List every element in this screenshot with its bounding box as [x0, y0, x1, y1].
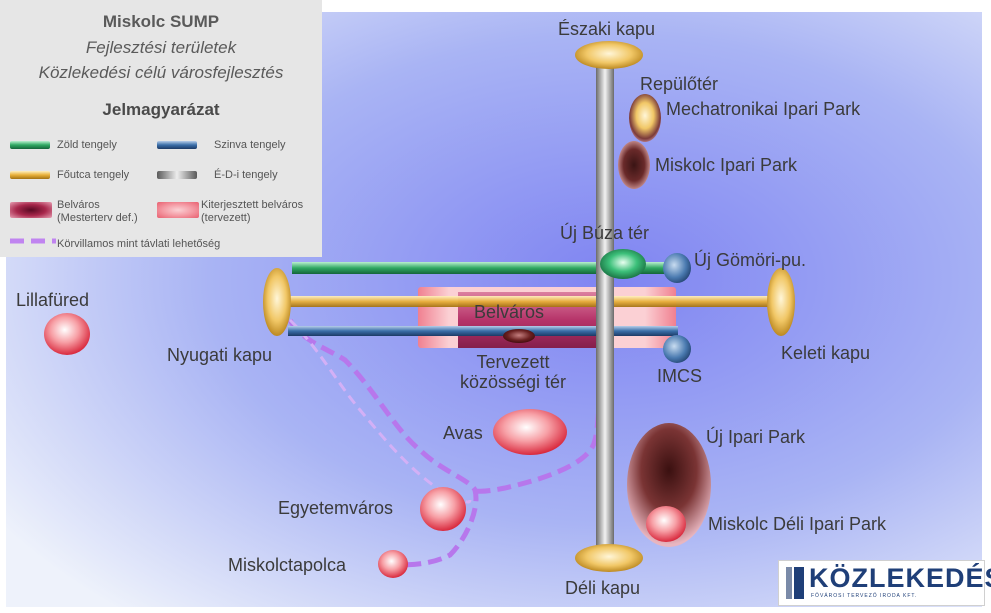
miskolctapolca-area — [378, 550, 408, 578]
label-uj-buza-ter: Új Búza tér — [560, 223, 650, 243]
label-miskolc-ipari-park: Miskolc Ipari Park — [655, 155, 798, 175]
north-gate — [575, 41, 643, 69]
imcs-node — [663, 335, 691, 363]
label-avas: Avas — [443, 423, 483, 443]
legend-panel: Miskolc SUMP Fejlesztési területek Közle… — [0, 0, 322, 257]
tram-loop-east — [469, 329, 603, 494]
label-belvaros: Belváros — [474, 302, 545, 322]
label-imcs: IMCS — [657, 366, 702, 386]
label-uj-ipari-park: Új Ipari Park — [706, 427, 806, 447]
legend-label-green-axis: Zöld tengely — [57, 139, 117, 151]
lillafured-area — [44, 313, 90, 355]
mechatronikai-park-area — [629, 94, 661, 142]
map-title: Miskolc SUMP — [102, 12, 220, 31]
legend-heading: Jelmagyarázat — [102, 100, 220, 119]
legend-swatch-north-south-axis — [157, 171, 197, 179]
legend-swatch-szinva-axis — [157, 141, 197, 149]
main-street-axis — [288, 296, 772, 307]
green-axis — [292, 262, 677, 274]
legend-swatch-expanded-downtown — [157, 202, 199, 218]
szinva-axis — [288, 326, 678, 336]
label-egyetemvaros: Egyetemváros — [278, 498, 394, 518]
tram-loop-west — [287, 318, 479, 568]
logo-mark-icon — [786, 567, 804, 599]
label-miskolctapolca: Miskolctapolca — [228, 555, 347, 575]
label-deli-kapu: Déli kapu — [565, 578, 641, 598]
miskolc-ipari-park-area — [618, 141, 650, 189]
label-tervezett-kozossegi-ter: Tervezett közösségi tér — [460, 352, 567, 392]
avas-area — [493, 409, 567, 455]
uj-buza-ter-node — [600, 249, 646, 279]
label-eszaki-kapu: Északi kapu — [558, 19, 656, 39]
uj-ipari-park-area — [627, 423, 711, 547]
label-keleti-kapu: Keleti kapu — [781, 343, 871, 363]
legend-label-expanded-downtown: Kiterjesztett belváros (tervezett) — [201, 199, 304, 224]
label-deli-ipari-park: Miskolc Déli Ipari Park — [708, 514, 887, 534]
south-gate — [575, 544, 643, 572]
legend-label-downtown: Belváros (Mesterterv def.) — [57, 199, 138, 224]
label-uj-gomori: Új Gömöri-pu. — [694, 250, 807, 270]
deli-ipari-park-area — [646, 506, 686, 542]
legend-label-szinva-axis: Szinva tengely — [214, 139, 286, 151]
community-space-node — [503, 329, 535, 343]
label-lillafured: Lillafüred — [16, 290, 90, 310]
map-subtitle: Fejlesztési területek — [85, 38, 237, 57]
north-south-axis — [596, 60, 614, 555]
label-nyugati-kapu: Nyugati kapu — [167, 345, 273, 365]
label-mechatronikai: Mechatronikai Ipari Park — [666, 99, 861, 119]
kozlekedes-logo: KÖZLEKEDÉS FŐVÁROSI TERVEZŐ IRODA KFT. — [778, 560, 991, 606]
legend-swatch-tram — [10, 238, 56, 244]
east-gate — [767, 268, 795, 336]
legend-swatch-main-street-axis — [10, 171, 50, 179]
logo-subtitle: FŐVÁROSI TERVEZŐ IRODA KFT. — [811, 593, 918, 599]
uj-gomori-node — [663, 253, 691, 283]
legend-label-tram: Körvillamos mint távlati lehetőség — [57, 238, 221, 250]
logo-wordmark: KÖZLEKEDÉS — [809, 563, 991, 593]
map-subtitle-2: Közlekedési célú városfejlesztés — [38, 63, 284, 82]
legend-label-north-south-axis: É-D-i tengely — [214, 169, 278, 181]
label-repuloter: Repülőtér — [640, 74, 719, 94]
legend-swatch-downtown — [10, 202, 52, 218]
west-gate — [263, 268, 291, 336]
egyetemvaros-area — [420, 487, 466, 531]
legend-label-main-street-axis: Főutca tengely — [57, 169, 130, 181]
legend-swatch-green-axis — [10, 141, 50, 149]
